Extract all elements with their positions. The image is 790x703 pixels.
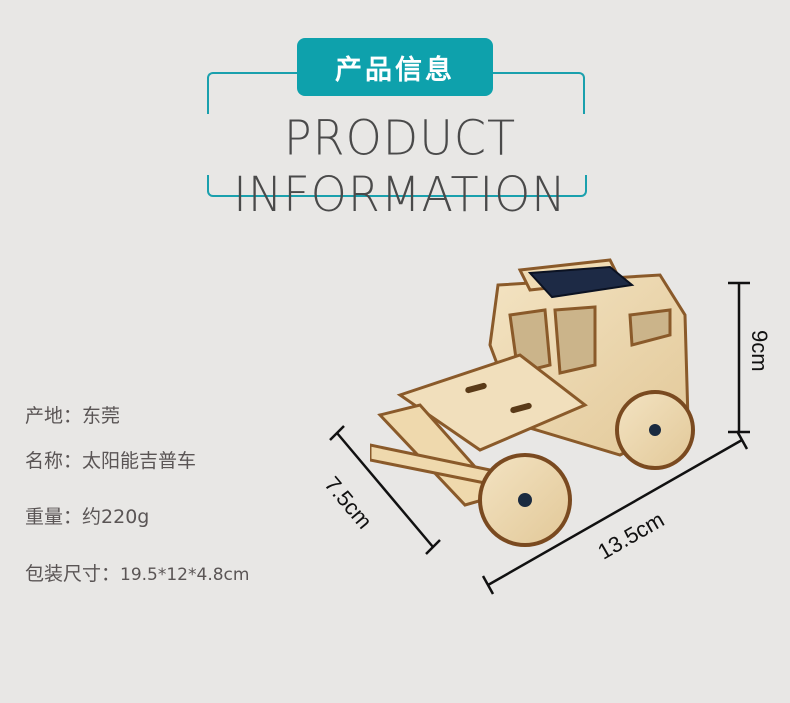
spec-label: 产地： [25,405,83,427]
height-dimension-label: 9cm [747,330,772,372]
spec-value: 19.5*12*4.8cm [120,565,250,585]
frame-bottom-bracket [207,175,587,197]
spec-name: 名称：太阳能吉普车 [25,446,196,473]
spec-label: 重量： [25,506,83,528]
frame-top-right-bracket [493,72,585,114]
spec-weight: 重量：约220g [25,502,149,529]
title-en: PRODUCT INFORMATION [233,109,567,223]
title-badge: 产品信息 [297,38,493,96]
spec-value: 约220g [82,506,150,528]
title-cn: 产品信息 [335,54,455,86]
frame-top-left-bracket [207,72,299,114]
spec-origin: 产地：东莞 [25,401,120,428]
spec-package-size: 包装尺寸：19.5*12*4.8cm [25,559,249,586]
product-image [370,258,695,547]
spec-label: 名称： [25,450,83,472]
spec-value: 东莞 [82,405,121,427]
spec-value: 太阳能吉普车 [82,450,197,472]
spec-label: 包装尺寸： [25,563,121,585]
